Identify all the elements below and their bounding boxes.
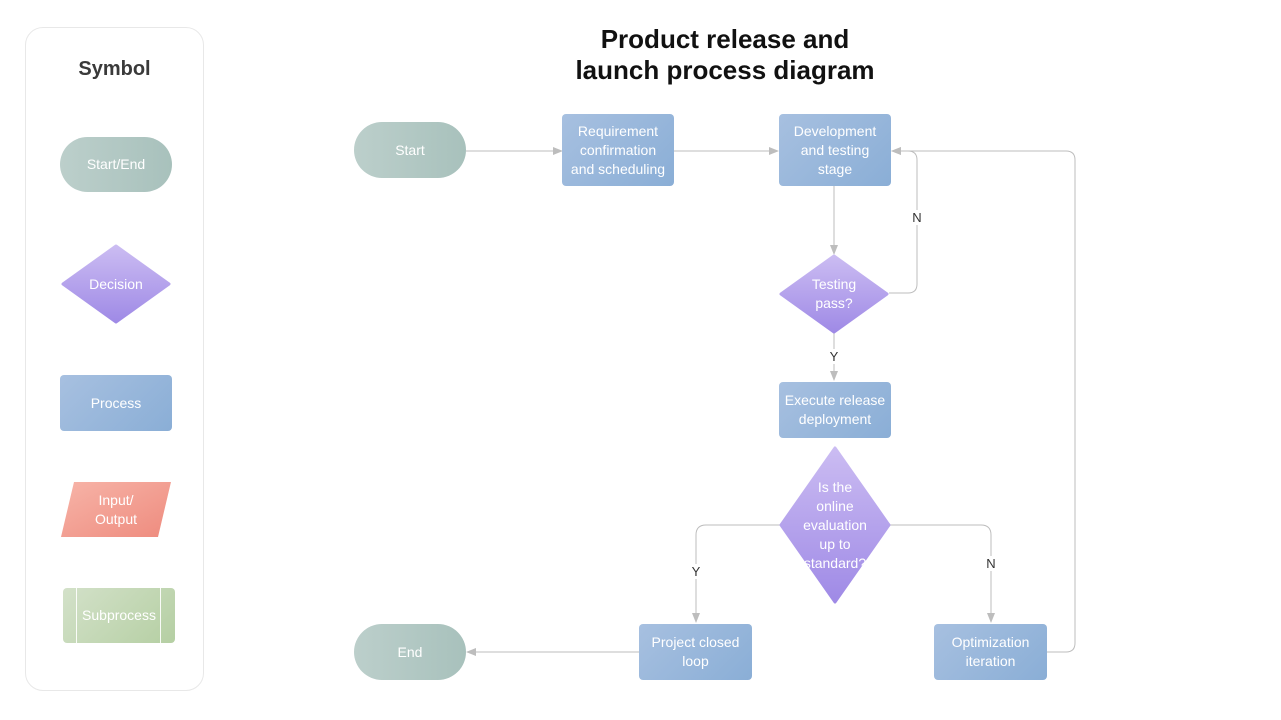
online-evaluation-diamond [779, 446, 891, 604]
legend-process-shape: Process [60, 375, 172, 431]
legend-input-output-shape: Input/ Output [60, 481, 172, 538]
legend-decision-shape: Decision [61, 244, 171, 324]
legend-title: Symbol [78, 58, 151, 80]
legend-decision-diamond [61, 244, 171, 324]
node-requirement-line3: and scheduling [570, 160, 666, 177]
legend-subprocess-shape: Subprocess [63, 588, 175, 643]
legend-input-output-label: Input/ Output [60, 481, 172, 538]
subprocess-right-bar [160, 588, 161, 643]
node-development: Development and testing stage [779, 114, 891, 186]
node-evaluation-line3: evaluation [803, 516, 867, 533]
subprocess-left-bar [76, 588, 77, 643]
node-optimization: Optimization iteration [934, 624, 1047, 680]
title-line-1: Product release and [600, 24, 850, 54]
node-development-line3: stage [817, 160, 853, 177]
legend-start-end-label: Start/End [86, 156, 146, 172]
legend-start-end-shape: Start/End [60, 137, 172, 192]
node-requirement-line1: Requirement [577, 122, 659, 139]
diagram-title: Product release and launch process diagr… [540, 24, 910, 86]
node-end-label: End [397, 643, 423, 660]
node-end: End [354, 624, 466, 680]
node-optimization-line1: Optimization [951, 634, 1030, 650]
legend-input-output-parallelogram [61, 482, 171, 537]
title-line-2: launch process diagram [575, 55, 875, 85]
node-evaluation-line5: standard? [803, 554, 867, 571]
node-start: Start [354, 122, 466, 178]
edge-label-testing-no: N [909, 210, 925, 225]
node-requirement-line2: confirmation [579, 141, 657, 158]
node-execute-release: Execute release deployment [779, 382, 891, 438]
testing-pass-diamond [779, 254, 889, 334]
node-testing-pass: Testing pass? [779, 254, 889, 334]
legend-decision-label: Decision [89, 275, 143, 292]
node-requirement: Requirement confirmation and scheduling [562, 114, 674, 186]
node-project-closed: Project closed loop [639, 624, 752, 680]
node-evaluation-line1: Is the [817, 478, 853, 495]
edge-label-evaluation-yes: Y [688, 564, 704, 579]
legend-process-label: Process [90, 394, 142, 411]
node-optimization-line2: iteration [965, 653, 1016, 669]
node-online-evaluation: Is the online evaluation up to standard? [779, 446, 891, 604]
edge-evaluation-yes-to-closed [692, 524, 780, 623]
node-closed-line1: Project closed [651, 634, 740, 650]
node-testing-line1: Testing [811, 276, 857, 292]
node-release-line1: Execute release [784, 392, 886, 408]
legend-io-line2: Output [94, 510, 138, 527]
node-closed-line2: loop [682, 653, 709, 669]
edge-label-testing-yes: Y [826, 349, 842, 364]
edge-label-evaluation-no: N [983, 556, 999, 571]
edge-optimization-loop-back [891, 147, 1076, 653]
legend-io-line1: Input/ [98, 491, 134, 508]
node-evaluation-line4: up to [819, 535, 851, 552]
edge-evaluation-no-to-optimization [890, 524, 995, 623]
node-development-line1: Development [793, 122, 877, 139]
node-development-line2: and testing [800, 141, 870, 158]
node-start-label: Start [395, 141, 425, 158]
node-evaluation-line2: online [816, 497, 854, 514]
legend-subprocess-label: Subprocess [82, 607, 156, 623]
node-release-line2: deployment [798, 411, 872, 427]
node-testing-line2: pass? [815, 295, 853, 311]
